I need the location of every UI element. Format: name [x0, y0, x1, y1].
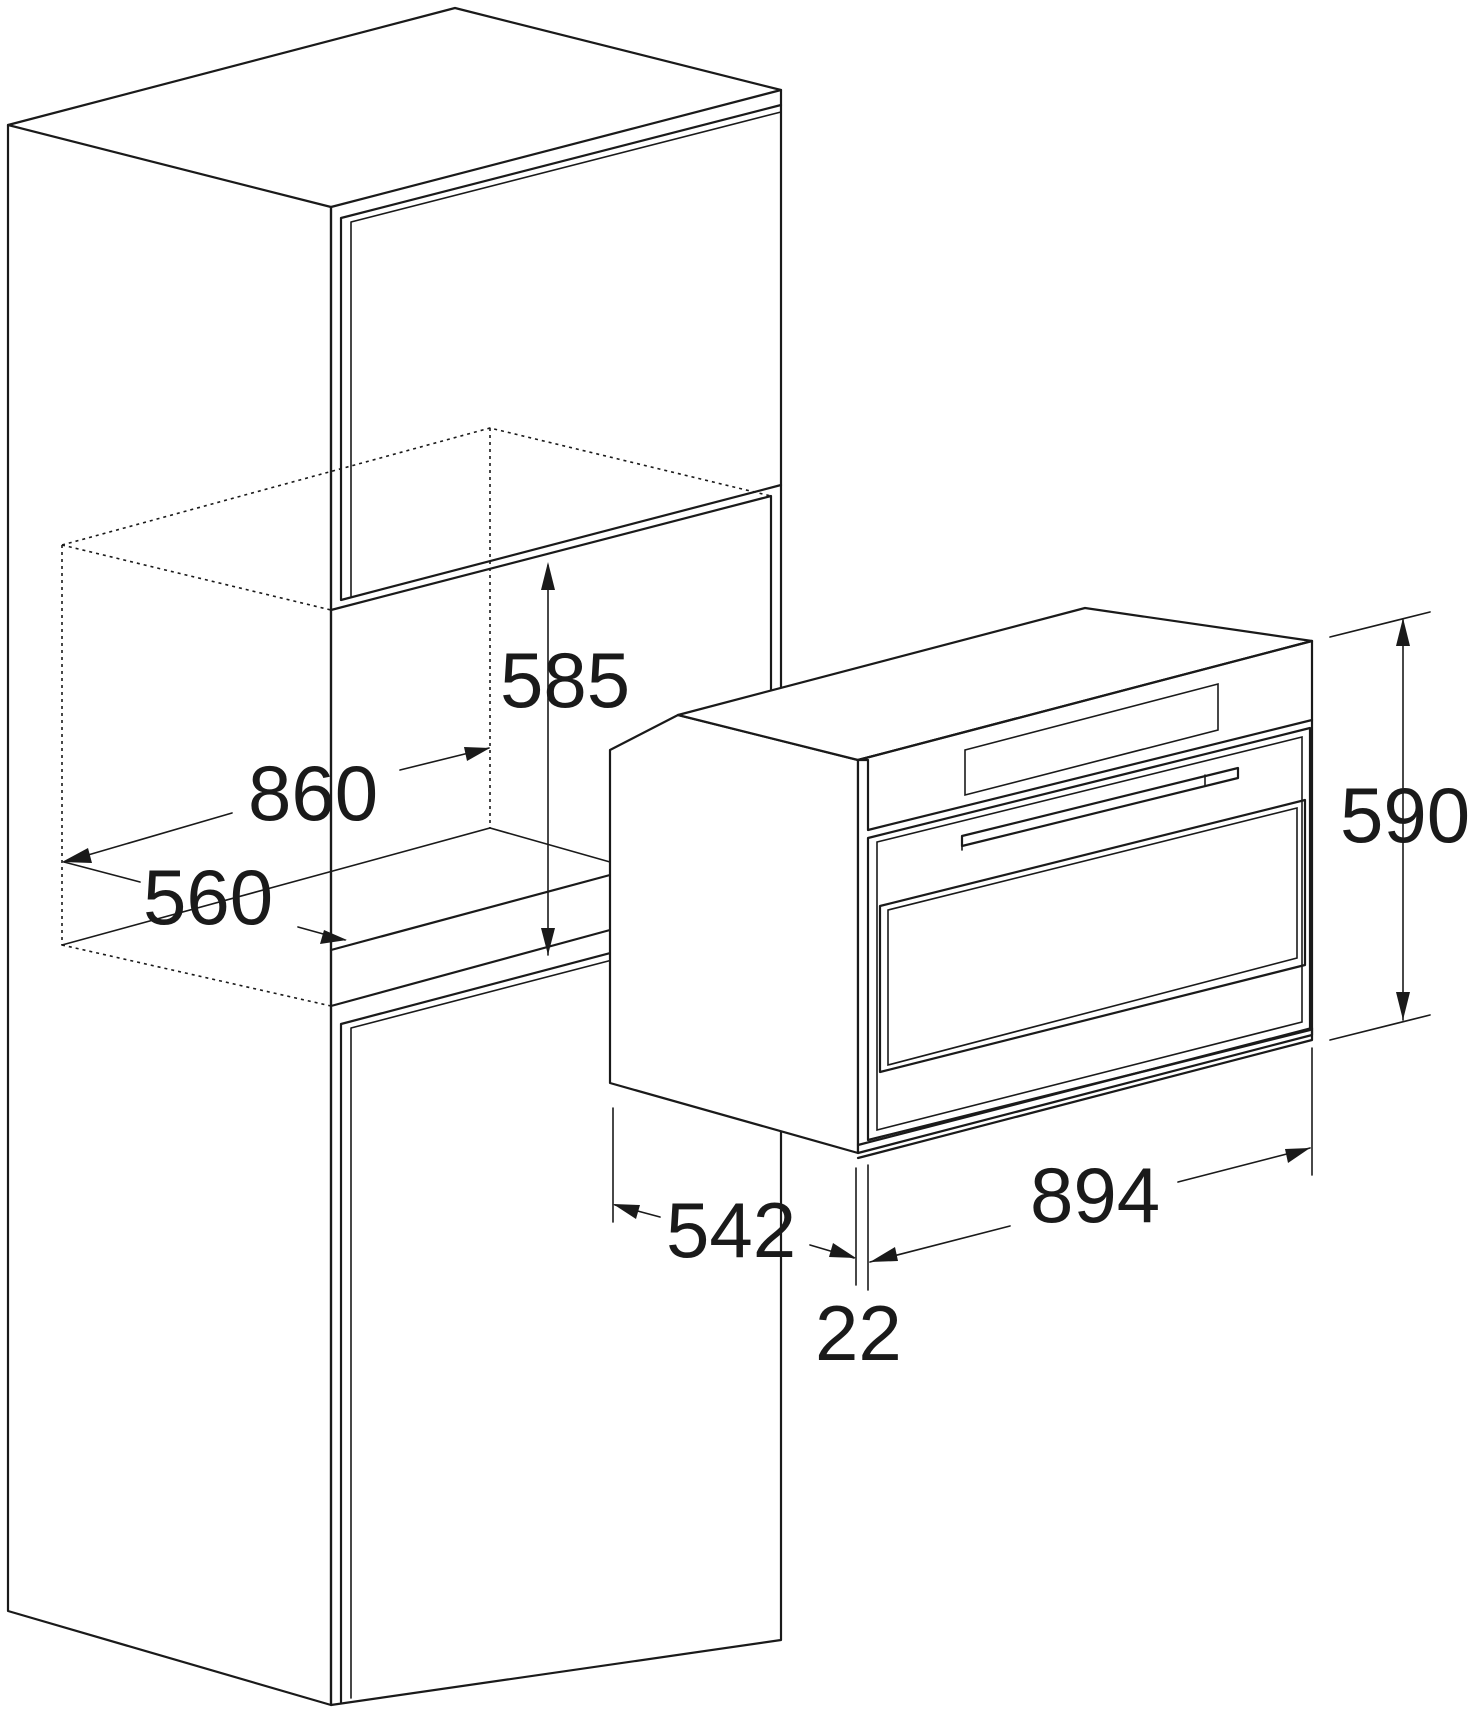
dim-590-extension-bottom [1329, 1014, 1431, 1041]
oven-control-panel [856, 639, 1314, 832]
niche-floor-edge [329, 873, 612, 952]
dimension-labels: 585 860 560 590 894 542 22 [143, 636, 1470, 1377]
dim-860-arrow-right [464, 747, 490, 761]
niche-front-top-edge [61, 544, 332, 611]
dim-585-arrow-top [541, 562, 555, 590]
dim-560-arrow-right [320, 930, 347, 944]
upper-door-inner [350, 111, 782, 597]
oven-body-side [608, 713, 860, 1155]
oven-handle-mounts [961, 774, 1206, 851]
dim-860-arrow-left [62, 848, 92, 863]
dim-542-arrow-left [613, 1204, 640, 1219]
oven-display-window [964, 682, 1219, 797]
oven-door-inner [876, 735, 1303, 1132]
label-560: 560 [143, 853, 273, 941]
oven-window [878, 798, 1307, 1074]
niche-top-outline [61, 427, 772, 546]
dim-894-arrow-left [870, 1247, 898, 1262]
label-894: 894 [1030, 1151, 1160, 1239]
dim-585-arrow-bottom [541, 928, 555, 955]
dim-894-arrow-right [1285, 1148, 1310, 1163]
label-22: 22 [815, 1289, 902, 1377]
cabinet-top [6, 6, 783, 209]
label-542: 542 [666, 1186, 796, 1274]
oven [608, 606, 1314, 1160]
label-590: 590 [1340, 771, 1470, 859]
niche-bottom-shelf [329, 928, 612, 1008]
label-860: 860 [248, 749, 378, 837]
dimension-lines [62, 562, 1431, 1291]
niche-cutout-outline [61, 427, 772, 1007]
niche-bottom-left [61, 944, 332, 1007]
oven-window-inner [887, 806, 1298, 1067]
dim-590-arrow-bottom [1396, 992, 1410, 1020]
cabinet-front-edge [329, 88, 783, 1707]
upper-door [339, 103, 783, 602]
oven-bottom-trim [856, 1026, 1314, 1160]
niche-floor-back [61, 827, 611, 946]
label-585: 585 [500, 636, 630, 724]
dim-542-arrow-right [829, 1243, 856, 1258]
tall-cabinet [6, 6, 783, 1707]
dim-590-extension-top [1329, 611, 1431, 638]
dim-590-arrow-top [1396, 618, 1410, 646]
oven-door [866, 726, 1312, 1142]
